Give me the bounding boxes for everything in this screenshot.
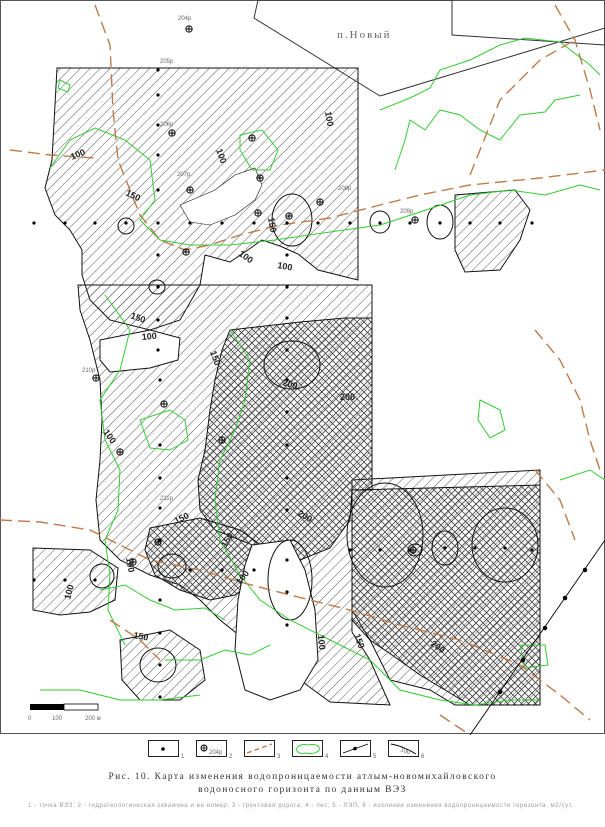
svg-text:3: 3	[277, 754, 281, 760]
svg-text:4: 4	[325, 754, 329, 760]
svg-text:100: 100	[214, 147, 229, 165]
dirt-roads	[0, 4, 605, 735]
svg-text:200 м: 200 м	[85, 716, 101, 722]
svg-text:205р: 205р	[160, 59, 174, 65]
svg-text:208р: 208р	[338, 186, 352, 192]
svg-text:100: 100	[316, 634, 327, 650]
crosshatched-zones	[144, 317, 541, 706]
svg-text:100: 100	[124, 557, 136, 574]
svg-text:2: 2	[229, 754, 233, 760]
svg-text:206р: 206р	[160, 122, 174, 128]
svg-text:6: 6	[421, 754, 425, 760]
svg-text:150: 150	[352, 632, 367, 650]
svg-text:150: 150	[133, 630, 150, 642]
power-line	[469, 539, 605, 735]
low-permeability-pocket	[234, 539, 319, 701]
settlement-label: п.Новый	[337, 29, 392, 41]
legend-item-ves-point: 1	[148, 740, 185, 760]
svg-text:210р: 210р	[82, 368, 96, 374]
svg-text:5: 5	[373, 754, 377, 760]
well-numbers: 204р 205р 206р 207р 208р 209р 210р 211р	[82, 16, 414, 502]
svg-text:200: 200	[340, 392, 355, 402]
cross-zone-central	[197, 317, 373, 561]
svg-text:100: 100	[399, 747, 411, 756]
legend-item-powerline: 5	[340, 740, 377, 760]
caption-line-2: водоносного горизонта по данным ВЭЗ	[198, 785, 407, 795]
figure-caption: Рис. 10. Карта изменения водопроницаемос…	[30, 771, 575, 797]
cross-zone-southcentral	[144, 517, 266, 601]
svg-text:200: 200	[281, 377, 298, 391]
svg-text:100: 100	[62, 583, 76, 600]
legend-item-well: 204р 2	[196, 740, 233, 760]
svg-text:150: 150	[266, 217, 278, 234]
svg-text:204р: 204р	[178, 16, 192, 22]
hydro-wells	[92, 25, 419, 566]
hatch-zone-northeast	[454, 189, 531, 273]
svg-text:150: 150	[208, 349, 223, 367]
svg-text:100: 100	[52, 716, 63, 722]
svg-text:100: 100	[277, 260, 294, 272]
svg-text:1: 1	[181, 754, 185, 760]
svg-text:150: 150	[129, 310, 147, 325]
svg-text:211р: 211р	[160, 496, 174, 502]
svg-text:209р: 209р	[400, 209, 414, 215]
scale-bar: 0 100 200 м	[28, 703, 101, 722]
svg-text:204р: 204р	[209, 750, 223, 756]
settlement-outline	[253, 0, 605, 97]
legend: 1 204р 2 3 4 5 100 6	[148, 740, 425, 760]
forest-contours	[40, 37, 605, 706]
legend-item-forest: 4	[292, 740, 329, 760]
legend-item-isoline: 100 6	[388, 740, 425, 760]
svg-text:207р: 207р	[177, 172, 191, 178]
caption-line-1: Рис. 10. Карта изменения водопроницаемос…	[108, 772, 497, 782]
legend-explanation: 1 - точка ВЭЗ; 2 - гидрогеологическая ск…	[28, 803, 574, 809]
svg-text:100: 100	[141, 331, 157, 342]
legend-item-road: 3	[244, 740, 281, 760]
cross-zone-southeast	[351, 484, 541, 706]
svg-text:100: 100	[323, 111, 335, 128]
hatch-zone-south	[119, 629, 206, 701]
svg-text:0: 0	[28, 716, 32, 722]
permeability-map: п.Новый	[0, 0, 605, 735]
